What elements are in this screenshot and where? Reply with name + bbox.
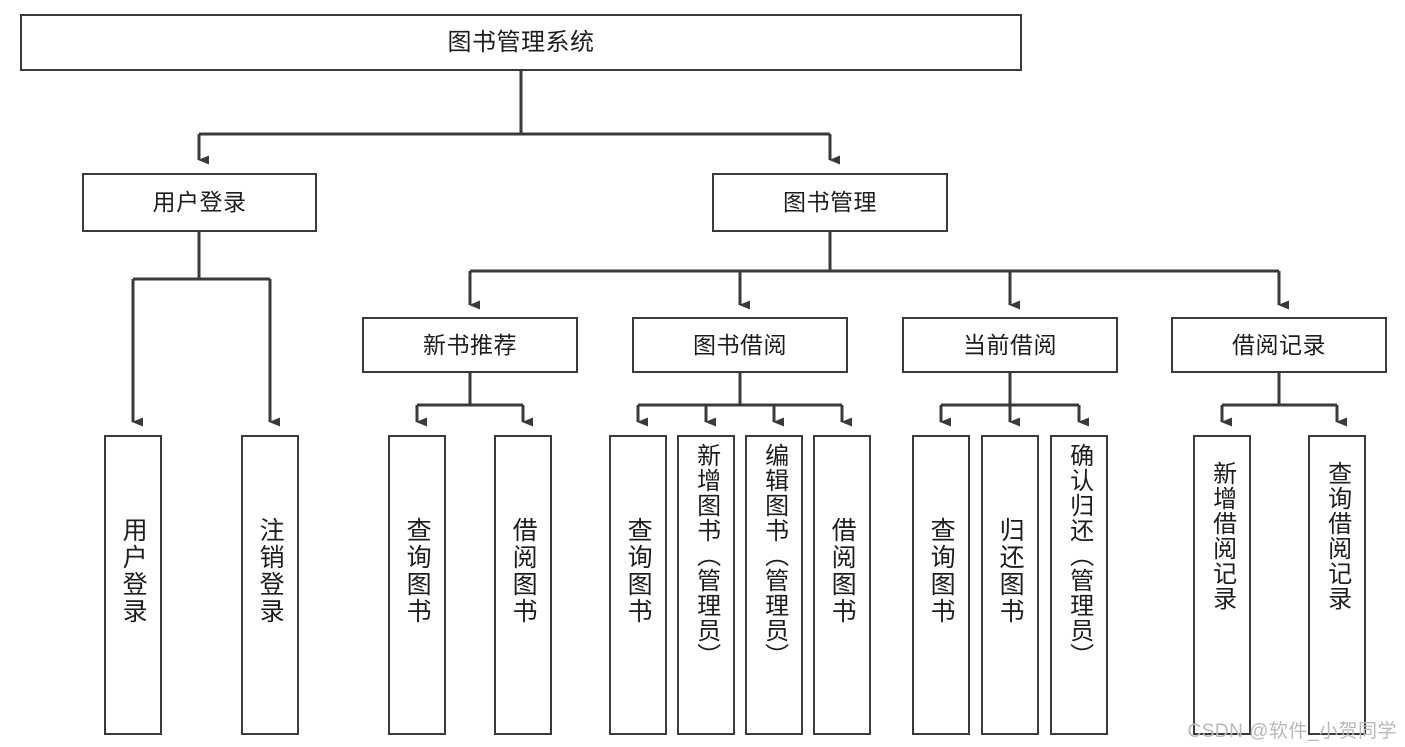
node-leaf-query-book-3[interactable]: 查询图书 <box>912 435 970 735</box>
node-leaf-user-login-label: 用户登录 <box>119 517 148 625</box>
node-leaf-return-book-label: 归还图书 <box>996 517 1025 625</box>
node-book-manage-label: 图书管理 <box>783 189 877 216</box>
node-leaf-edit-book-label: 编辑图书（管理员） <box>760 443 788 668</box>
node-borrow-record[interactable]: 借阅记录 <box>1171 317 1387 373</box>
node-current-borrow-label: 当前借阅 <box>963 331 1057 358</box>
node-borrow-record-label: 借阅记录 <box>1232 331 1326 358</box>
node-current-borrow[interactable]: 当前借阅 <box>902 317 1118 373</box>
node-leaf-confirm-return-label: 确认归还（管理员） <box>1065 443 1093 668</box>
node-leaf-query-book-3-label: 查询图书 <box>927 517 956 625</box>
node-user-login[interactable]: 用户登录 <box>82 173 317 232</box>
node-root[interactable]: 图书管理系统 <box>20 14 1022 71</box>
node-leaf-query-book-1-label: 查询图书 <box>403 517 432 625</box>
node-leaf-confirm-return[interactable]: 确认归还（管理员） <box>1050 435 1108 735</box>
node-leaf-return-book[interactable]: 归还图书 <box>981 435 1039 735</box>
node-leaf-logout-label: 注销登录 <box>256 517 285 625</box>
node-leaf-borrow-book-2-label: 借阅图书 <box>828 517 857 625</box>
node-leaf-add-book-label: 新增图书（管理员） <box>692 443 720 668</box>
node-leaf-edit-book[interactable]: 编辑图书（管理员） <box>745 435 803 735</box>
node-leaf-query-record-label: 查询借阅记录 <box>1323 461 1351 611</box>
node-book-manage[interactable]: 图书管理 <box>712 173 948 232</box>
node-leaf-query-record[interactable]: 查询借阅记录 <box>1308 435 1366 735</box>
node-leaf-borrow-book-2[interactable]: 借阅图书 <box>813 435 871 735</box>
node-leaf-add-record[interactable]: 新增借阅记录 <box>1193 435 1251 735</box>
node-book-borrow[interactable]: 图书借阅 <box>632 317 848 373</box>
node-book-borrow-label: 图书借阅 <box>693 331 787 358</box>
node-new-book-rec-label: 新书推荐 <box>423 331 517 358</box>
node-leaf-logout[interactable]: 注销登录 <box>241 435 299 735</box>
node-leaf-borrow-book-1-label: 借阅图书 <box>509 517 538 625</box>
node-root-label: 图书管理系统 <box>447 28 595 56</box>
node-user-login-label: 用户登录 <box>152 189 247 216</box>
node-leaf-query-book-1[interactable]: 查询图书 <box>388 435 446 735</box>
node-new-book-rec[interactable]: 新书推荐 <box>362 317 578 373</box>
node-leaf-add-record-label: 新增借阅记录 <box>1208 461 1236 611</box>
node-leaf-query-book-2-label: 查询图书 <box>624 517 653 625</box>
node-leaf-borrow-book-1[interactable]: 借阅图书 <box>494 435 552 735</box>
node-leaf-query-book-2[interactable]: 查询图书 <box>609 435 667 735</box>
node-leaf-add-book[interactable]: 新增图书（管理员） <box>677 435 735 735</box>
node-leaf-user-login[interactable]: 用户登录 <box>104 435 162 735</box>
watermark-text: CSDN @软件_小贺同学 <box>1187 721 1397 742</box>
